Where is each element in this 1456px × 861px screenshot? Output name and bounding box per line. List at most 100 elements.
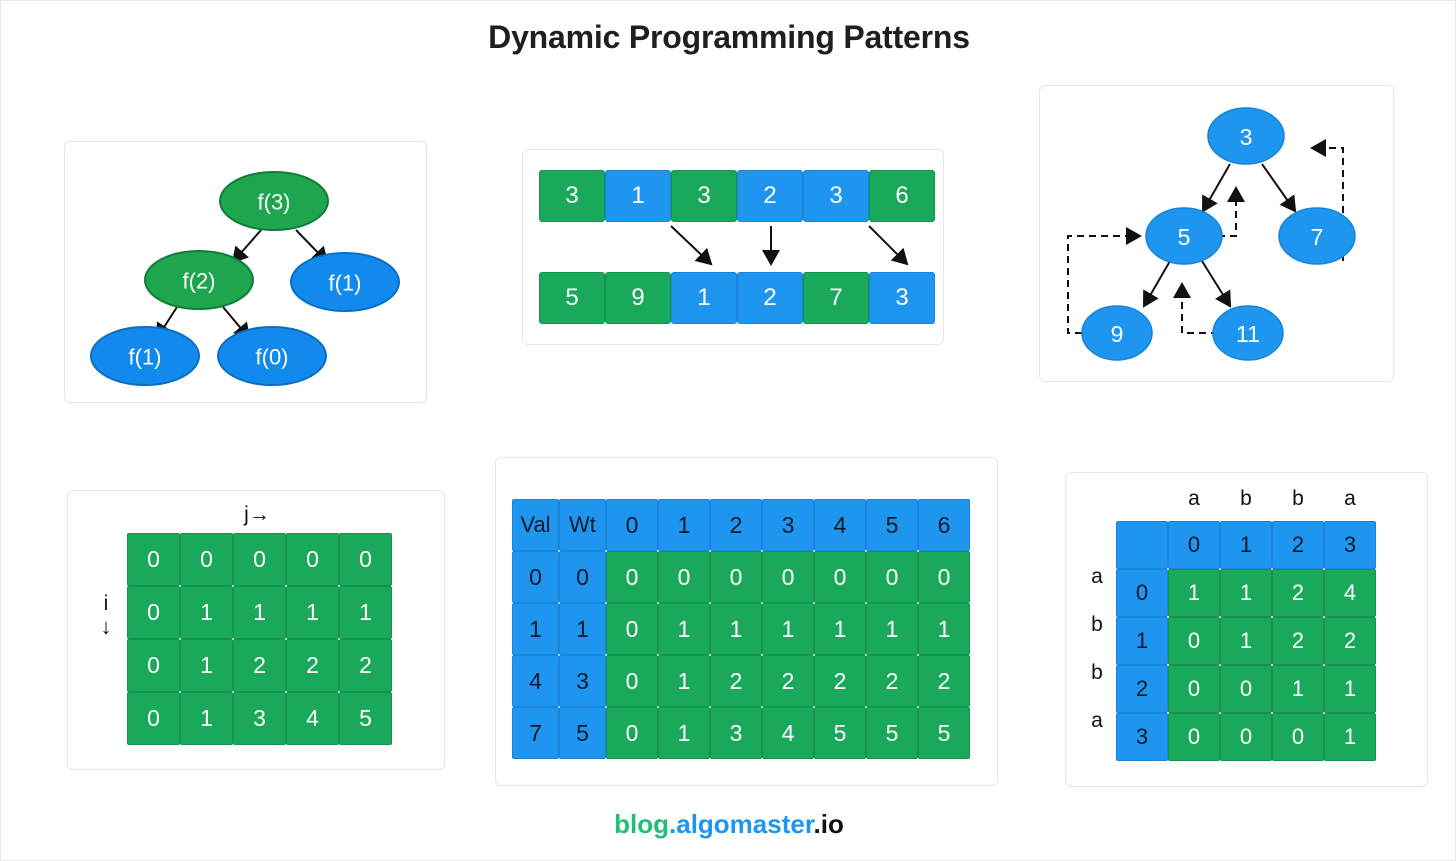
knapsack-cell[interactable]: 4 [762,707,814,759]
grid-cell[interactable]: 0 [286,533,339,586]
tree-node-7[interactable] [1278,207,1356,265]
lcs-cell[interactable]: 1 [1324,665,1376,713]
array-top-cell[interactable]: 1 [605,170,671,222]
knapsack-cell[interactable]: 0 [606,707,658,759]
array-bottom-cell[interactable]: 5 [539,272,605,324]
recursion-node-f1-right[interactable] [290,252,400,312]
knapsack-cell[interactable]: 0 [606,655,658,707]
array-bottom-cell[interactable]: 1 [671,272,737,324]
lcs-row-index[interactable]: 1 [1116,617,1168,665]
grid-cell[interactable]: 4 [286,692,339,745]
knapsack-cell[interactable]: 1 [658,655,710,707]
lcs-cell[interactable]: 4 [1324,569,1376,617]
tree-node-9[interactable] [1081,305,1153,361]
knapsack-cell[interactable]: 1 [762,603,814,655]
grid-cell[interactable]: 1 [286,586,339,639]
lcs-cell[interactable]: 1 [1324,713,1376,761]
recursion-node-f3[interactable] [219,171,329,231]
knapsack-wt-cell[interactable]: 5 [559,707,606,759]
grid-cell[interactable]: 0 [127,692,180,745]
knapsack-cell[interactable]: 2 [710,655,762,707]
knapsack-cell[interactable]: 0 [606,603,658,655]
knapsack-cell[interactable]: 5 [918,707,970,759]
grid-cell[interactable]: 1 [233,586,286,639]
lcs-cell[interactable]: 0 [1168,617,1220,665]
array-top-cell[interactable]: 2 [737,170,803,222]
grid-cell[interactable]: 5 [339,692,392,745]
knapsack-wt-cell[interactable]: 0 [559,551,606,603]
array-bottom-cell[interactable]: 2 [737,272,803,324]
knapsack-val-cell[interactable]: 1 [512,603,559,655]
lcs-row-index[interactable]: 0 [1116,569,1168,617]
knapsack-cell[interactable]: 0 [658,551,710,603]
array-top-cell[interactable]: 3 [539,170,605,222]
array-bottom-cell[interactable]: 7 [803,272,869,324]
knapsack-cell[interactable]: 0 [866,551,918,603]
lcs-cell[interactable]: 1 [1220,569,1272,617]
lcs-cell[interactable]: 0 [1168,713,1220,761]
knapsack-cell[interactable]: 5 [866,707,918,759]
grid-cell[interactable]: 1 [339,586,392,639]
lcs-cell[interactable]: 0 [1220,713,1272,761]
knapsack-cell[interactable]: 2 [762,655,814,707]
knapsack-val-cell[interactable]: 4 [512,655,559,707]
grid-cell[interactable]: 0 [233,533,286,586]
lcs-cell[interactable]: 0 [1220,665,1272,713]
lcs-cell[interactable]: 0 [1168,665,1220,713]
grid-cell[interactable]: 1 [180,639,233,692]
tree-node-5[interactable] [1145,207,1223,265]
grid-cell[interactable]: 3 [233,692,286,745]
knapsack-cell[interactable]: 0 [710,551,762,603]
lcs-column-letter: a [1344,487,1356,510]
knapsack-cell[interactable]: 0 [918,551,970,603]
knapsack-cell[interactable]: 1 [710,603,762,655]
lcs-cell[interactable]: 1 [1168,569,1220,617]
lcs-row-index[interactable]: 3 [1116,713,1168,761]
array-top-cell[interactable]: 3 [803,170,869,222]
grid-cell[interactable]: 2 [339,639,392,692]
array-top-cell[interactable]: 6 [869,170,935,222]
knapsack-cell[interactable]: 1 [866,603,918,655]
knapsack-cell[interactable]: 5 [814,707,866,759]
lcs-cell[interactable]: 1 [1220,617,1272,665]
recursion-node-f0[interactable] [217,326,327,386]
array-bottom-cell[interactable]: 9 [605,272,671,324]
tree-node-3[interactable] [1207,107,1285,165]
knapsack-wt-cell[interactable]: 1 [559,603,606,655]
lcs-cell[interactable]: 2 [1272,617,1324,665]
lcs-cell[interactable]: 2 [1324,617,1376,665]
grid-cell[interactable]: 1 [180,692,233,745]
knapsack-cell[interactable]: 2 [918,655,970,707]
recursion-node-f1-left[interactable] [90,326,200,386]
knapsack-cell[interactable]: 2 [866,655,918,707]
knapsack-cell[interactable]: 0 [814,551,866,603]
knapsack-cell[interactable]: 3 [710,707,762,759]
lcs-cell[interactable]: 1 [1272,665,1324,713]
knapsack-cell[interactable]: 0 [762,551,814,603]
grid-cell[interactable]: 2 [233,639,286,692]
grid-cell[interactable]: 0 [127,639,180,692]
lcs-cell[interactable]: 0 [1272,713,1324,761]
knapsack-val-cell[interactable]: 0 [512,551,559,603]
array-top-cell[interactable]: 3 [671,170,737,222]
knapsack-cell[interactable]: 1 [658,707,710,759]
grid-cell[interactable]: 0 [180,533,233,586]
knapsack-cell[interactable]: 1 [918,603,970,655]
knapsack-val-cell[interactable]: 7 [512,707,559,759]
recursion-node-f2[interactable] [144,250,254,310]
knapsack-cell[interactable]: 1 [658,603,710,655]
grid-cell[interactable]: 1 [180,586,233,639]
grid-cell[interactable]: 2 [286,639,339,692]
lcs-row-index[interactable]: 2 [1116,665,1168,713]
knapsack-cell[interactable]: 0 [606,551,658,603]
tree-node-11[interactable] [1212,305,1284,361]
grid-cell[interactable]: 0 [339,533,392,586]
lcs-cell[interactable]: 2 [1272,569,1324,617]
knapsack-wt-cell[interactable]: 3 [559,655,606,707]
knapsack-cell[interactable]: 2 [814,655,866,707]
knapsack-row: 0 1 1 1 1 1 1 [606,603,970,655]
grid-cell[interactable]: 0 [127,533,180,586]
knapsack-cell[interactable]: 1 [814,603,866,655]
grid-cell[interactable]: 0 [127,586,180,639]
array-bottom-cell[interactable]: 3 [869,272,935,324]
